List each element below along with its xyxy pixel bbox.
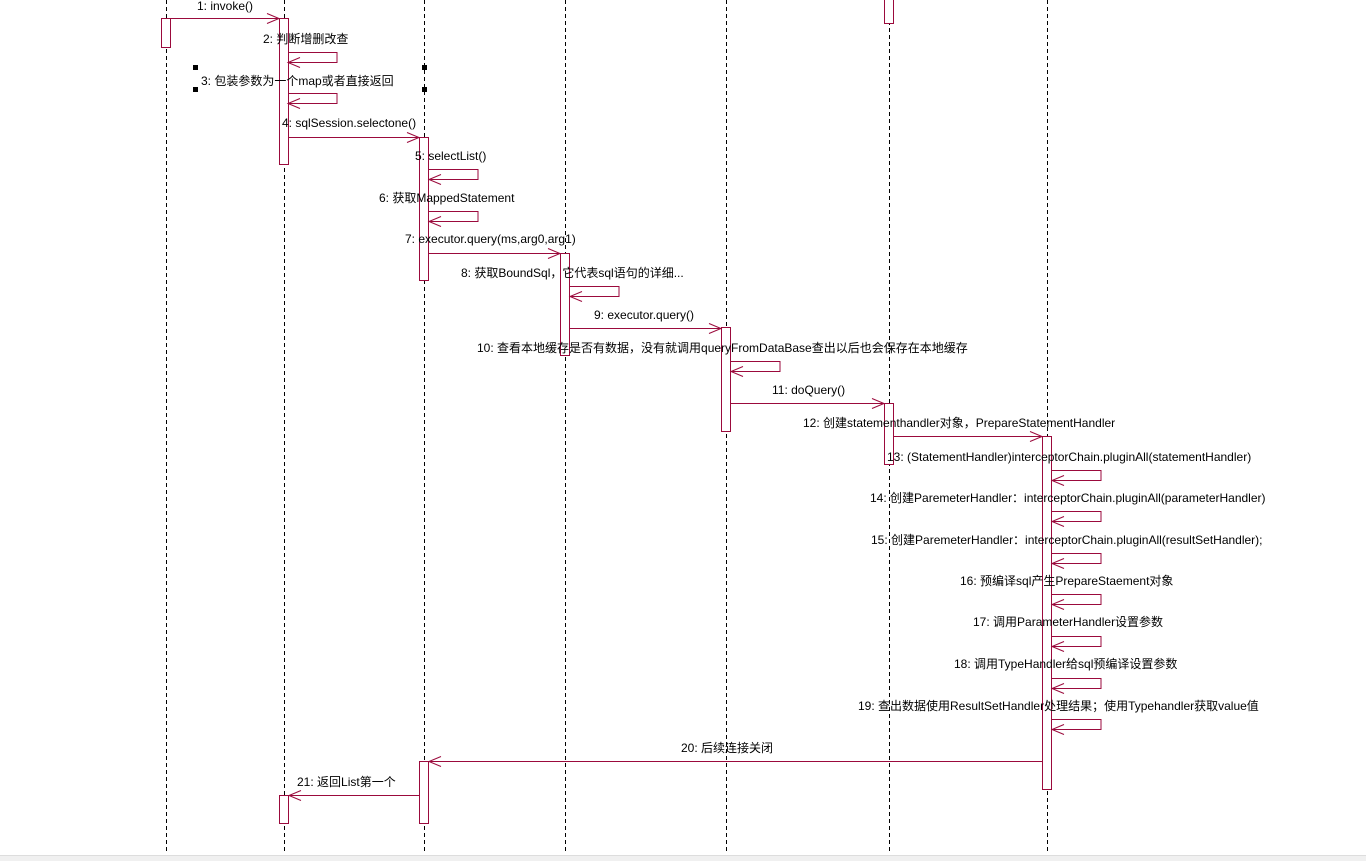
self-message-arrow — [570, 286, 620, 297]
self-message-arrow — [1052, 636, 1102, 647]
arrowhead-icon — [1050, 475, 1065, 486]
arrowhead-icon — [427, 216, 442, 227]
self-message-arrow — [1052, 594, 1102, 605]
arrowhead-icon — [1029, 431, 1044, 442]
arrowhead-icon — [1050, 516, 1065, 527]
arrowhead-icon — [406, 132, 421, 143]
self-message-arrow — [288, 52, 338, 63]
self-message-arrow — [1052, 719, 1102, 730]
message-label-8: 8: 获取BoundSql，它代表sql语句的详细... — [461, 265, 684, 280]
activation-bar — [560, 253, 570, 356]
self-message-arrow — [429, 211, 479, 222]
arrowhead-icon — [427, 756, 442, 767]
self-message-arrow — [1052, 678, 1102, 689]
activation-bar — [1042, 436, 1052, 790]
message-label-11: 11: doQuery() — [772, 383, 845, 397]
activation-bar — [279, 795, 289, 824]
message-label-20: 20: 后续连接关闭 — [681, 740, 773, 755]
message-label-12: 12: 创建statementhandler对象，PrepareStatemen… — [803, 416, 1115, 430]
arrowhead-icon — [1050, 599, 1065, 610]
arrowhead-icon — [286, 98, 301, 109]
selection-handle — [193, 65, 198, 70]
arrowhead-icon — [547, 248, 562, 259]
arrowhead-icon — [287, 790, 302, 801]
message-label-10: 10: 查看本地缓存是否有数据，没有就调用queryFromDataBase查出… — [477, 340, 968, 355]
arrowhead-icon — [1050, 724, 1065, 735]
message-label-15: 15: 创建ParemeterHandler：interceptorChain.… — [871, 533, 1263, 547]
message-label-16: 16: 预编译sql产生PrepareStaement对象 — [960, 573, 1173, 588]
arrowhead-icon — [427, 174, 442, 185]
activation-bar — [419, 137, 429, 281]
message-label-5: 5: selectList() — [415, 149, 486, 163]
arrowhead-icon — [568, 291, 583, 302]
message-label-2: 2: 判断增删改查 — [263, 31, 348, 46]
message-label-21: 21: 返回List第一个 — [297, 775, 396, 789]
message-label-13: 13: (StatementHandler)interceptorChain.p… — [887, 450, 1251, 464]
message-label-9: 9: executor.query() — [594, 308, 694, 322]
arrowhead-icon — [286, 57, 301, 68]
message-label-6: 6: 获取MappedStatement — [379, 191, 515, 205]
arrowhead-icon — [1050, 683, 1065, 694]
arrowhead-icon — [1050, 558, 1065, 569]
message-label-3: 3: 包装参数为一个map或者直接返回 — [201, 73, 394, 88]
horizontal-scrollbar[interactable] — [0, 855, 1366, 861]
arrowhead-icon — [708, 323, 723, 334]
message-label-19: 19: 查出数据使用ResultSetHandler处理结果；使用Typehan… — [858, 698, 1259, 713]
activation-bar — [279, 18, 289, 165]
message-label-17: 17: 调用ParameterHandler设置参数 — [973, 614, 1163, 629]
self-message-arrow — [731, 361, 781, 372]
activation-bar — [884, 0, 894, 24]
activation-bar — [419, 761, 429, 824]
arrowhead-icon — [266, 13, 281, 24]
self-message-arrow — [429, 169, 479, 180]
self-message-arrow — [1052, 553, 1102, 564]
message-label-1: 1: invoke() — [197, 0, 253, 13]
message-label-18: 18: 调用TypeHandler给sql预编译设置参数 — [954, 656, 1177, 671]
message-label-14: 14: 创建ParemeterHandler：interceptorChain.… — [870, 491, 1266, 505]
activation-bar — [884, 403, 894, 465]
self-message-arrow — [1052, 511, 1102, 522]
message-label-7: 7: executor.query(ms,arg0,arg1) — [405, 232, 576, 246]
selection-handle — [422, 87, 427, 92]
arrowhead-icon — [871, 398, 886, 409]
activation-bar — [721, 327, 731, 432]
selection-handle — [193, 87, 198, 92]
arrowhead-icon — [729, 366, 744, 377]
arrowhead-icon — [1050, 641, 1065, 652]
self-message-arrow — [288, 93, 338, 104]
activation-bar — [161, 18, 171, 48]
selection-handle — [422, 65, 427, 70]
message-label-4: 4: sqlSession.selectone() — [282, 116, 416, 130]
self-message-arrow — [1052, 470, 1102, 481]
